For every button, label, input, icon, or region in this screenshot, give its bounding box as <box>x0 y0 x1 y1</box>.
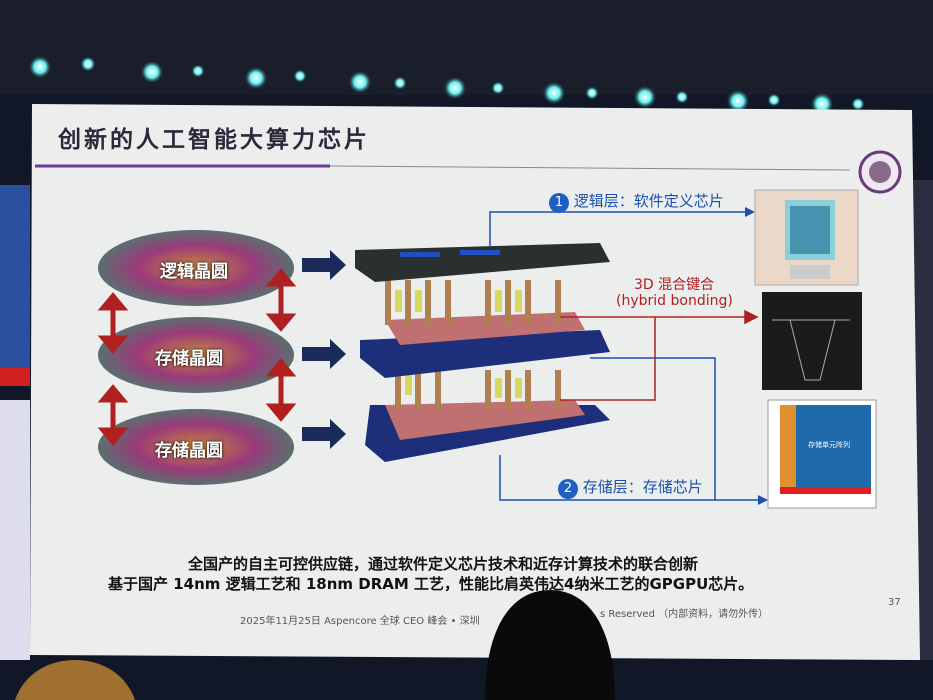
chip-stack <box>355 243 610 462</box>
summary-line-2: 基于国产 14nm 逻辑工艺和 18nm DRAM 工艺，性能比肩英伟达4纳米工… <box>108 575 754 593</box>
logic-layer-label: 逻辑层：软件定义芯片 <box>573 192 724 210</box>
bonding-cross-section-image <box>762 292 862 390</box>
page-number: 37 <box>888 597 901 608</box>
audience-head <box>485 590 615 700</box>
university-logo <box>858 150 902 194</box>
footer-rights: s Reserved （内部资料，请勿外传） <box>600 609 769 620</box>
memory-layer-label: 存储层：存储芯片 <box>582 478 703 496</box>
bonding-label-2: (hybrid bonding) <box>616 293 733 309</box>
footer-date: 2025年11月25日 Aspencore 全球 CEO 峰会 • 深圳 <box>240 616 480 627</box>
wafer-memory-1 <box>98 317 294 393</box>
wafer-label-memory-1: 存储晶圆 <box>155 349 223 369</box>
wafer-label-logic: 逻辑晶圆 <box>160 262 228 282</box>
wafer-label-memory-2: 存储晶圆 <box>155 441 223 461</box>
wafer-logic <box>98 230 294 306</box>
red-double-arrows <box>97 268 297 446</box>
logic-chip-diagram <box>754 189 859 286</box>
blue-arrows <box>302 250 346 449</box>
memory-array-label: 存储单元阵列 <box>808 441 850 449</box>
slide-title: 创新的人工智能大算力芯片 <box>58 127 370 153</box>
connector-lines <box>489 207 768 505</box>
number-badge-1: 1 <box>549 193 569 213</box>
audience-head-2 <box>15 660 135 700</box>
memory-layer-caption: 2 存储层：存储芯片 <box>558 476 703 499</box>
bonding-label-1: 3D 混合键合 <box>634 277 715 293</box>
memory-chip-diagram <box>767 399 877 509</box>
stage-lights <box>28 55 865 116</box>
wafer-memory-2 <box>98 409 294 485</box>
number-badge-2: 2 <box>558 479 578 499</box>
logic-layer-caption: 1 逻辑层：软件定义芯片 <box>549 190 724 213</box>
summary-line-1: 全国产的自主可控供应链，通过软件定义芯片技术和近存计算技术的联合创新 <box>188 555 699 573</box>
